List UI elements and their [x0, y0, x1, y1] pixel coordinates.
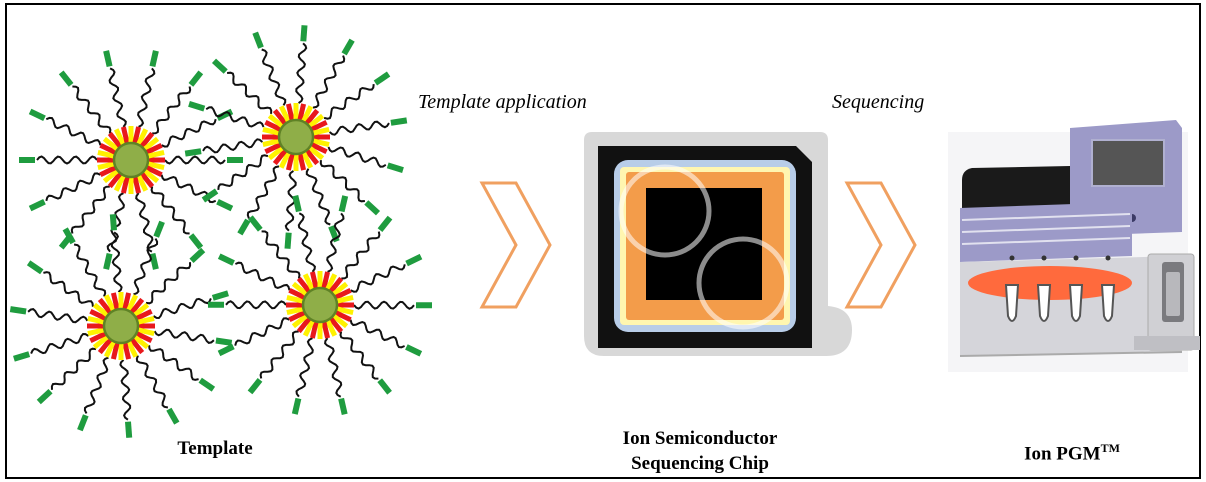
- arrow-sequencing: [844, 181, 917, 309]
- template-bead: [19, 50, 243, 270]
- template-caption: Template: [177, 438, 253, 459]
- step-label-template-application: Template application: [418, 91, 587, 113]
- chip-caption-line2: Sequencing Chip: [631, 453, 769, 474]
- template-bead: [184, 25, 408, 249]
- sequencing-chip: [584, 132, 852, 356]
- template-beads: [9, 25, 433, 438]
- template-bead: [9, 214, 233, 438]
- trademark-mark: TM: [1100, 441, 1120, 455]
- step-label-sequencing: Sequencing: [832, 91, 925, 113]
- ion-pgm-machine: [948, 120, 1200, 372]
- figure-frame: [5, 3, 1201, 479]
- chip-caption-line1: Ion Semiconductor: [622, 428, 778, 449]
- template-bead: [207, 195, 433, 415]
- arrow-template-application: [479, 181, 552, 309]
- pgm-caption-text: Ion PGM: [1024, 443, 1101, 465]
- chip-caption: Ion Semiconductor Sequencing Chip: [590, 426, 810, 476]
- pgm-caption: Ion PGMTM: [1002, 436, 1142, 466]
